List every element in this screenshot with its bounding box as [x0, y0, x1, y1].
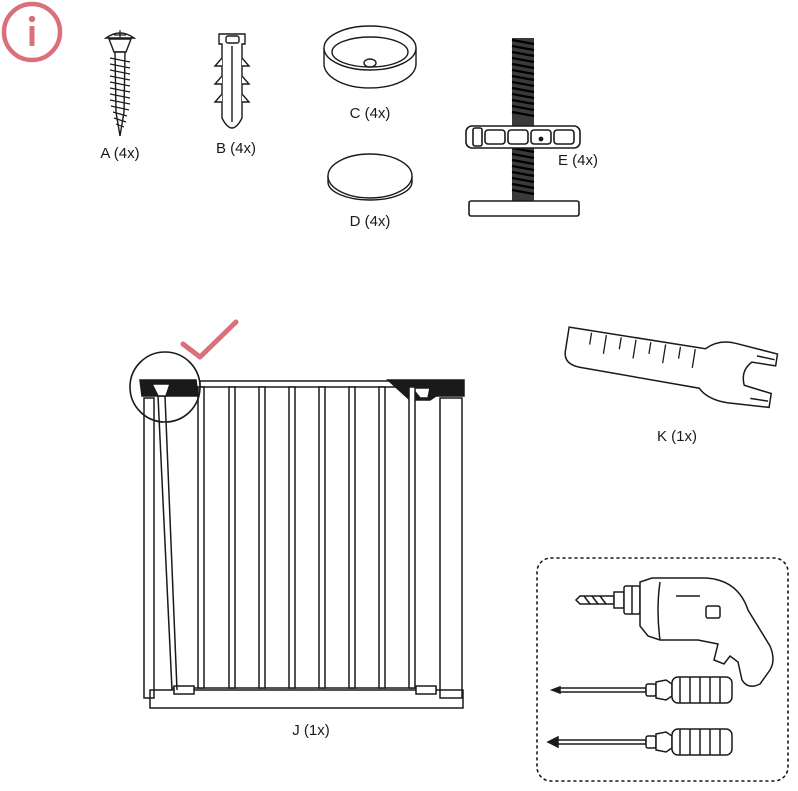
- part-label-e: E (4x): [558, 152, 598, 169]
- adjustment-wrench-icon: [564, 326, 779, 409]
- screw-icon: [103, 30, 137, 137]
- part-label-c: C (4x): [350, 105, 391, 122]
- part-label-k: K (1x): [657, 428, 697, 445]
- tools-required-box: [536, 557, 789, 782]
- adhesive-pad-icon: [327, 153, 413, 201]
- flathead-screwdriver-icon: [549, 676, 733, 704]
- check-mark-icon: [180, 319, 239, 360]
- wall-cup-icon: [323, 25, 417, 89]
- part-label-d: D (4x): [350, 213, 391, 230]
- drill-icon: [574, 577, 774, 687]
- phillips-screwdriver-icon: [546, 728, 733, 756]
- part-label-a: A (4x): [100, 145, 139, 162]
- part-label-j: J (1x): [292, 722, 330, 739]
- part-label-b: B (4x): [216, 140, 256, 157]
- info-icon: [1, 1, 63, 63]
- threaded-spindle-icon: [465, 38, 581, 217]
- safety-gate-icon: [129, 351, 465, 709]
- wall-plug-icon: [213, 33, 251, 129]
